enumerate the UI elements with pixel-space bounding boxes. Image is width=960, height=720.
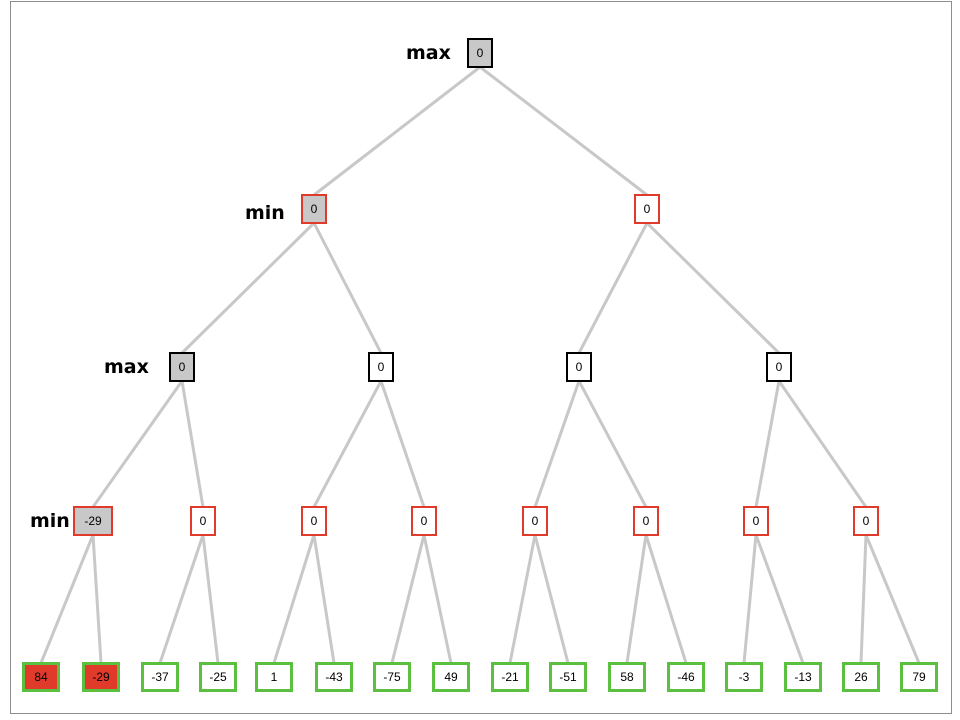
leaf-node: 84: [22, 662, 60, 692]
leaf-node: -25: [199, 662, 237, 692]
leaf-node: -21: [491, 662, 529, 692]
tree-edge-level2-0-to-level3-0: [91, 380, 184, 508]
tree-edge-level3-4-to-leaves-8: [508, 534, 537, 664]
leaf-node: 58: [608, 662, 646, 692]
leaf-node: -46: [667, 662, 705, 692]
tree-edge-level3-2-to-leaves-4: [272, 534, 316, 664]
tree-edge-level1-1-to-level2-2: [577, 222, 649, 354]
level-label-max-2: max: [104, 356, 149, 378]
leaf-node: 1: [255, 662, 293, 692]
leaf-node: -13: [784, 662, 822, 692]
tree-edge-root-0-to-level1-0: [313, 65, 481, 197]
tree-edge-root-0-to-level1-1: [479, 65, 648, 197]
tree-edge-level3-2-to-leaves-5: [312, 534, 336, 664]
leaf-node: -3: [725, 662, 763, 692]
leaf-node: 79: [900, 662, 938, 692]
tree-edge-level2-2-to-level3-5: [577, 380, 648, 508]
level-label-min-3: min: [30, 510, 70, 532]
tree-edge-level3-7-to-leaves-14: [859, 534, 868, 664]
leaf-node: -43: [315, 662, 353, 692]
min-node: 0: [301, 506, 327, 536]
max-node: 0: [368, 352, 394, 382]
tree-edge-level2-1-to-level3-2: [312, 380, 383, 508]
min-node: 0: [411, 506, 437, 536]
max-node: 0: [169, 352, 195, 382]
tree-edge-level2-3-to-level3-7: [777, 380, 868, 508]
tree-edge-level3-0-to-leaves-0: [39, 534, 95, 664]
leaf-node: -29: [82, 662, 120, 692]
leaf-node: 26: [842, 662, 880, 692]
tree-edge-level3-0-to-leaves-1: [91, 534, 103, 664]
tree-edge-level3-1-to-leaves-3: [201, 534, 220, 664]
tree-edge-level3-5-to-leaves-10: [625, 534, 648, 664]
leaf-node: -51: [549, 662, 587, 692]
leaf-node: -37: [141, 662, 179, 692]
leaf-node: 49: [432, 662, 470, 692]
tree-edge-level3-3-to-leaves-6: [390, 534, 426, 664]
level-label-max-root: max: [406, 42, 451, 64]
tree-edge-level1-0-to-level2-0: [180, 221, 316, 355]
tree-edge-level3-7-to-leaves-15: [864, 534, 921, 664]
leaf-node: -75: [373, 662, 411, 692]
max-node: 0: [766, 352, 792, 382]
min-node: 0: [301, 194, 327, 224]
min-node: 0: [190, 506, 216, 536]
tree-edge-level1-1-to-level2-3: [645, 221, 781, 355]
tree-edge-level3-1-to-leaves-2: [158, 534, 205, 664]
min-node: 0: [522, 506, 548, 536]
min-node: -29: [73, 506, 113, 536]
tree-edge-level3-4-to-leaves-9: [533, 534, 570, 664]
tree-edge-level2-3-to-level3-6: [754, 380, 781, 508]
root-node: 0: [467, 38, 493, 68]
tree-edge-level2-1-to-level3-3: [379, 380, 426, 508]
max-node: 0: [566, 352, 592, 382]
min-node: 0: [853, 506, 879, 536]
tree-edge-level3-6-to-leaves-13: [754, 534, 805, 664]
tree-edge-level3-5-to-leaves-11: [644, 534, 688, 664]
min-node: 0: [634, 194, 660, 224]
min-node: 0: [743, 506, 769, 536]
tree-edge-level2-0-to-level3-1: [180, 380, 205, 508]
diagram-frame: [10, 1, 952, 714]
level-label-min-1: min: [245, 202, 285, 224]
tree-edge-level2-2-to-level3-4: [533, 380, 581, 508]
min-node: 0: [633, 506, 659, 536]
tree-edge-level3-6-to-leaves-12: [742, 534, 758, 664]
tree-edge-level1-0-to-level2-1: [312, 222, 383, 354]
tree-edge-level3-3-to-leaves-7: [422, 534, 453, 664]
